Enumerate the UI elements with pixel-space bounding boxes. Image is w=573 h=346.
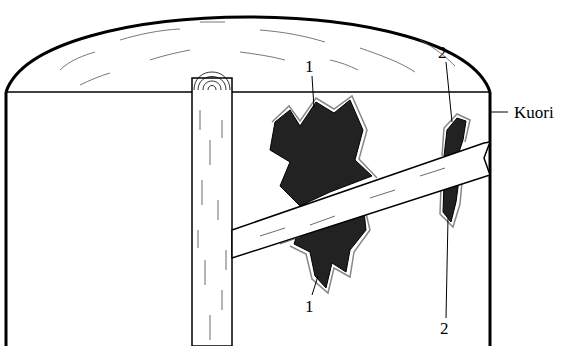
pith-rings — [194, 72, 230, 90]
dome-outline — [6, 17, 490, 92]
bark-outline — [489, 92, 492, 346]
part-label: Kuori — [514, 104, 554, 121]
branch-knot — [232, 142, 490, 258]
callout-number: 1 — [305, 58, 314, 75]
pith-column — [192, 78, 232, 346]
log-outline — [5, 92, 8, 346]
section-line — [6, 91, 490, 93]
grain-lines — [198, 110, 226, 340]
branch-grain — [260, 168, 445, 244]
callout-number: 2 — [440, 320, 449, 337]
callout-number: 1 — [305, 298, 314, 315]
callout-number: 2 — [438, 44, 447, 61]
dome-texture — [60, 22, 455, 85]
leader-line — [312, 62, 508, 318]
